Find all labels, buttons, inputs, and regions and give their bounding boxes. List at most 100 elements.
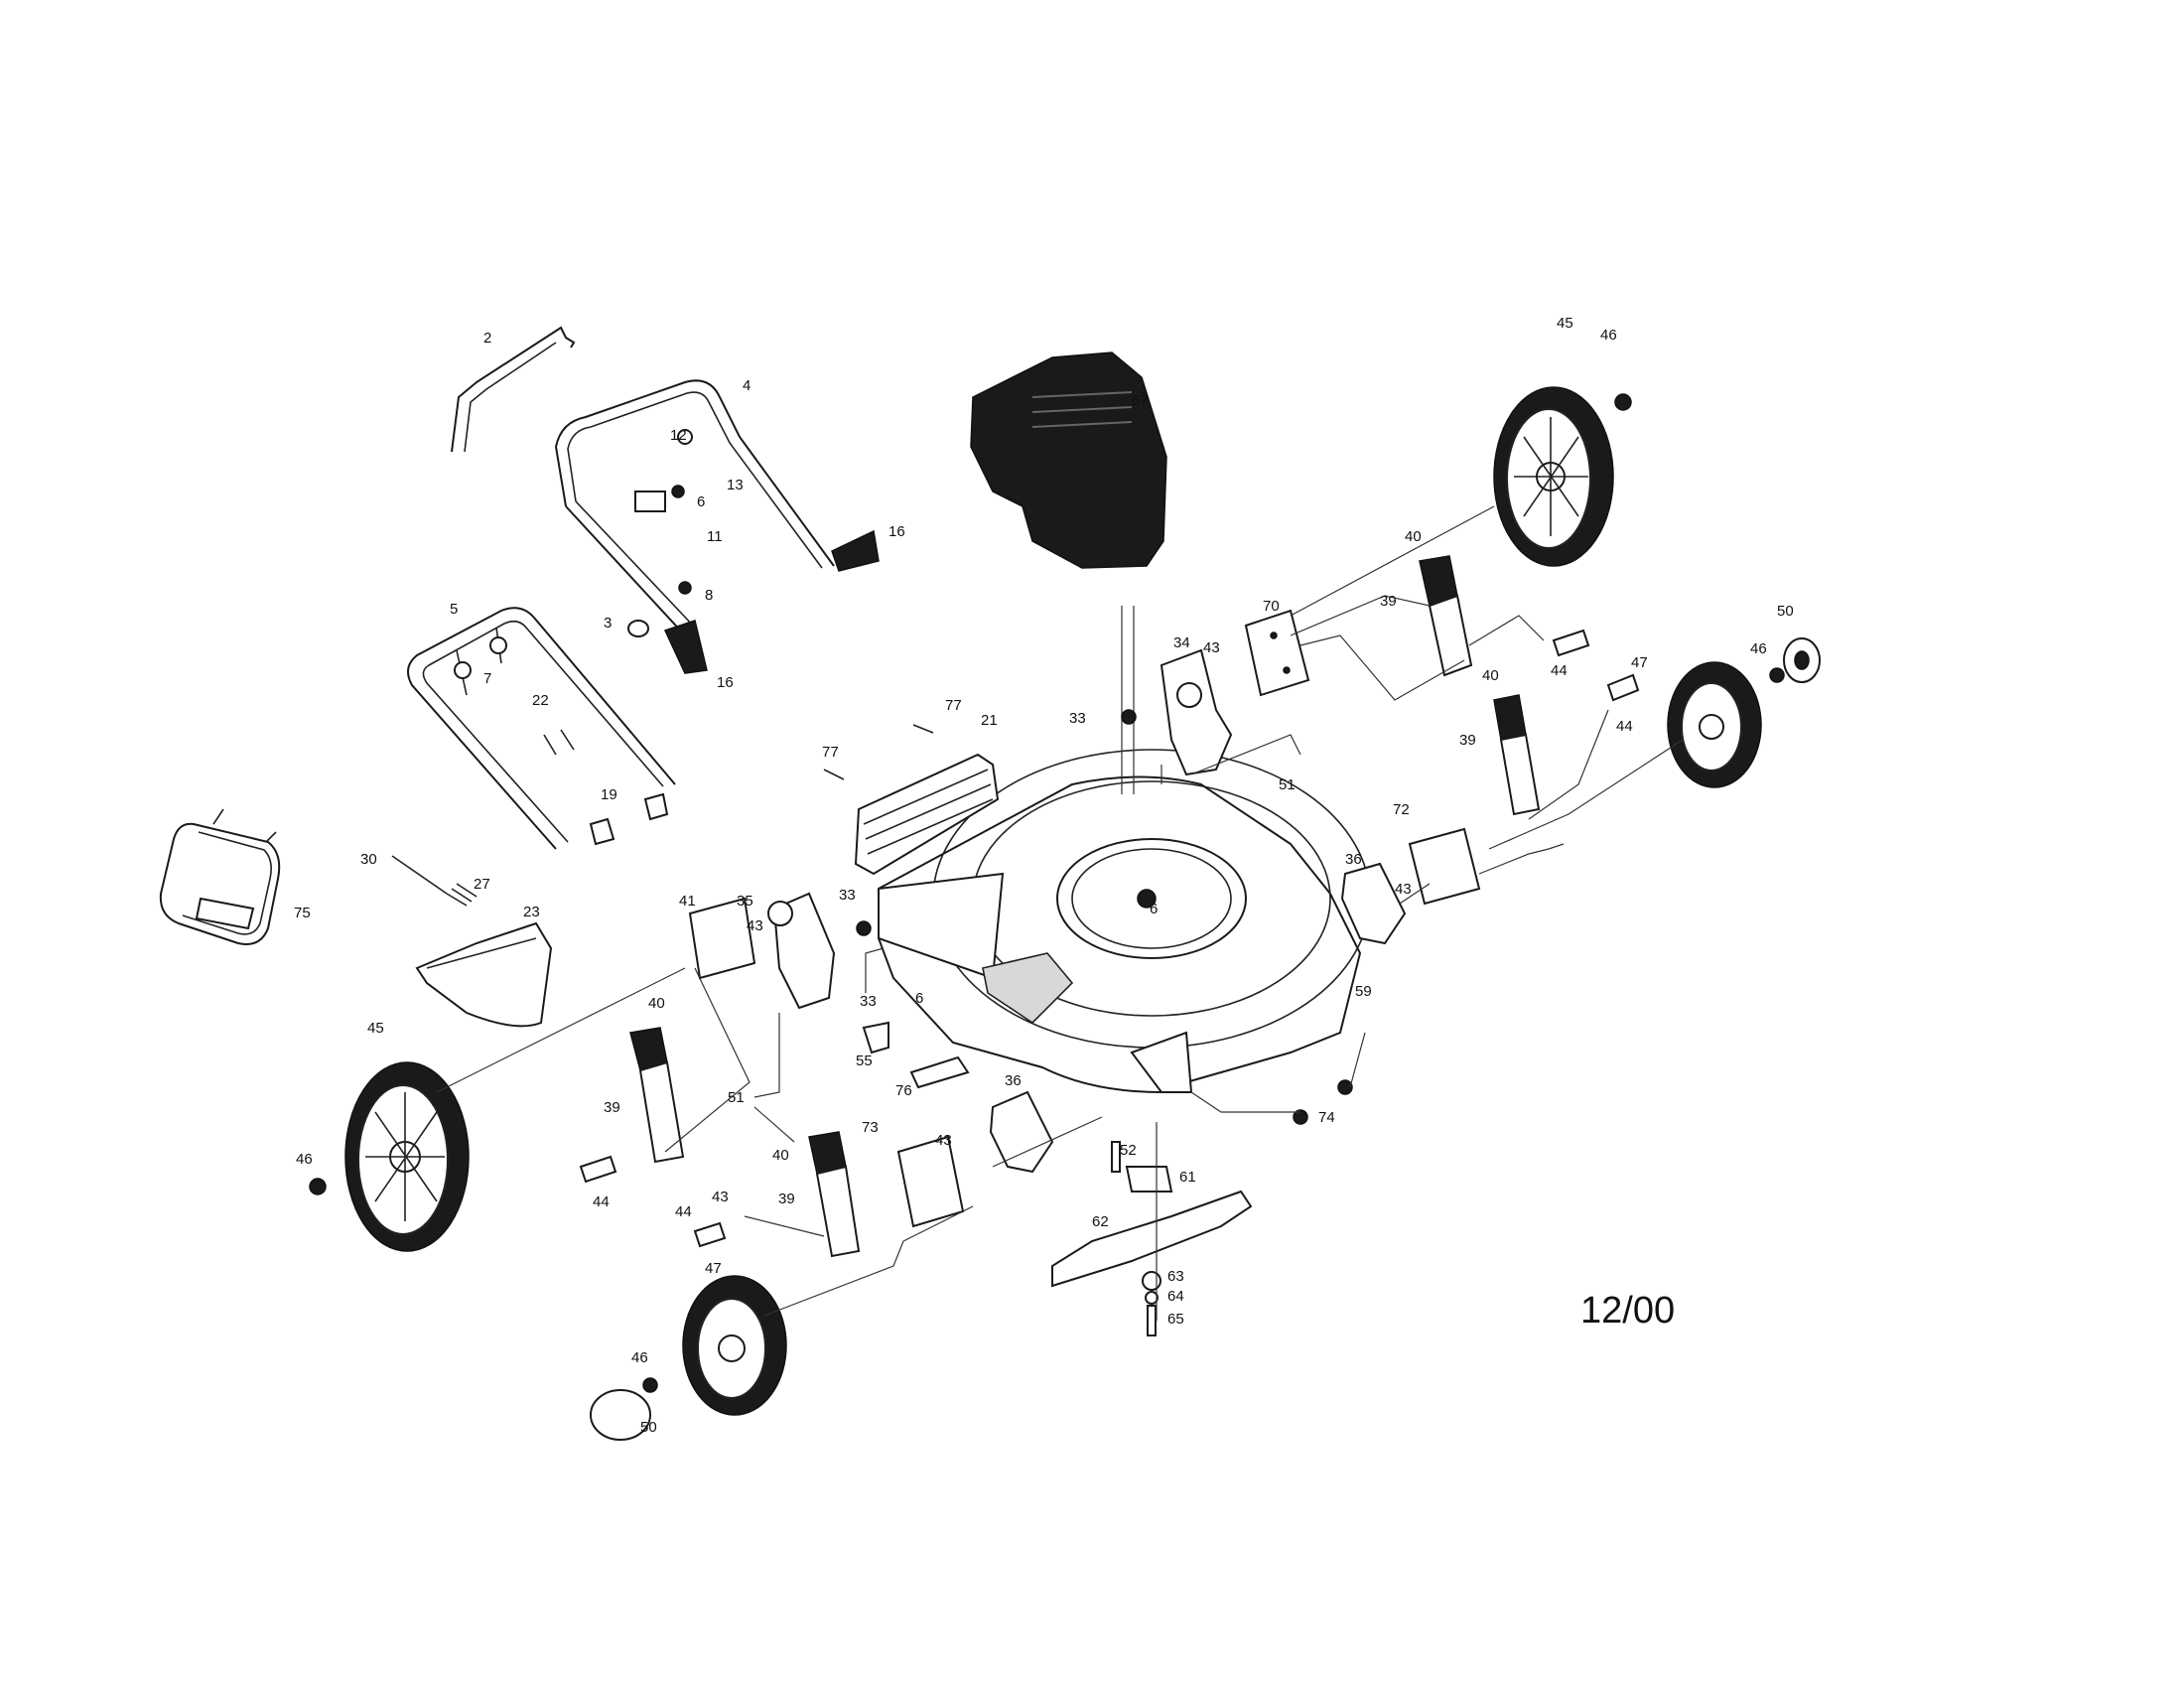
wheel-47-front-right [1667,661,1762,788]
bolt-44-right [1552,629,1590,657]
callout-47-right: 47 [1631,654,1648,671]
clip-19b [643,792,669,821]
callout-16-upper: 16 [888,523,905,540]
callout-6-mid: 6 [915,990,923,1007]
bracket-36-right [1340,862,1407,945]
callout-36-left: 36 [1005,1072,1022,1089]
callout-41: 41 [679,893,696,910]
nut-46-rl [309,1178,327,1195]
callout-77-a: 77 [945,697,962,714]
hubcap-50-left [590,1389,651,1441]
callout-19: 19 [601,786,617,803]
callout-47-left: 47 [705,1260,722,1277]
handle-knob-7b [454,661,472,679]
callout-3: 3 [604,615,612,632]
callout-34: 34 [1173,634,1190,651]
callout-43-left-front-a: 43 [935,1132,952,1149]
callout-73: 73 [862,1119,879,1136]
callout-27: 27 [474,876,490,893]
callout-39-right-front: 39 [1459,732,1476,749]
callouts: 2 4 12 13 6 11 16 8 3 16 5 7 22 19 30 27… [294,315,1794,1436]
plate-41 [688,897,756,980]
callout-67: 67 [1132,392,1149,409]
callout-6-deck: 6 [1150,901,1158,917]
nut-74b [1337,1079,1353,1095]
callout-40-left-rear: 40 [648,995,665,1012]
rear-deflector [415,921,553,1028]
lower-handle [407,607,676,850]
engine-mount-lines [1121,606,1135,794]
bolt-77b [823,769,845,780]
handle-knob-upper [831,529,880,572]
callout-44-right-front: 44 [1616,718,1633,735]
callout-23: 23 [523,904,540,920]
nut-6-upper [671,485,685,498]
callout-44-left-rear: 44 [593,1193,610,1210]
callout-35: 35 [737,893,753,910]
callout-59: 59 [1355,983,1372,1000]
callout-51-left: 51 [728,1089,745,1106]
clip-19 [589,817,615,846]
callout-45-right: 45 [1557,315,1573,332]
callout-33-upper: 33 [1069,710,1086,727]
spring-22 [543,729,575,756]
nut-46-fr [1769,667,1785,683]
callout-43-upper: 43 [1203,639,1220,656]
callout-55: 55 [856,1052,873,1069]
wheel-47-front-left [682,1275,787,1416]
bracket-34 [1160,648,1233,776]
callout-33-mid: 33 [860,993,877,1010]
callout-52: 52 [1120,1142,1137,1159]
grass-bag-frame [159,808,281,945]
callout-51-upper: 51 [1279,776,1296,793]
callout-39-right-rear: 39 [1380,593,1397,610]
nut-46-fl [642,1377,658,1393]
callout-11: 11 [707,528,723,545]
adjuster-plate-right-rear [1428,594,1473,677]
callout-43-left-rear: 43 [747,917,763,934]
callout-30: 30 [360,851,377,868]
callout-46-right-front: 46 [1750,640,1767,657]
callout-45-left: 45 [367,1020,384,1037]
handle-knob-lower [663,620,708,674]
callout-40-left-front: 40 [772,1147,789,1164]
callout-62: 62 [1092,1213,1109,1230]
date-code: 12/00 [1580,1290,1675,1332]
blade-62 [1051,1190,1253,1288]
callout-21: 21 [981,712,998,729]
callout-76: 76 [895,1082,912,1099]
adjuster-plate-left-rear [638,1060,685,1164]
adjuster-plate-left-front [815,1165,861,1258]
callout-44-right-rear: 44 [1551,662,1568,679]
adjuster-plate-right-front [1499,733,1541,816]
callout-16-lower: 16 [717,674,734,691]
callout-40-right-rear: 40 [1405,528,1422,545]
adjuster-lever-right-front [1493,694,1527,741]
callout-61: 61 [1179,1169,1196,1186]
nut-33b [1121,709,1137,725]
callout-39-left-front: 39 [778,1191,795,1207]
bolt-52 [1111,1141,1121,1173]
eyebolt-3 [627,620,649,637]
callout-43-left-front-b: 43 [712,1189,729,1205]
callout-39-left-rear: 39 [604,1099,620,1116]
callout-6-upper: 6 [697,493,705,510]
washer-63 [1142,1271,1161,1291]
callout-74: 74 [1318,1109,1335,1126]
nut-33a [856,920,872,936]
plate-73 [896,1135,965,1228]
plate-70 [1244,609,1310,697]
bolt-65 [1147,1305,1157,1336]
callout-22: 22 [532,692,549,709]
callout-64: 64 [1167,1288,1184,1305]
callout-36-right: 36 [1345,851,1362,868]
callout-50-left: 50 [640,1419,657,1436]
handle-knob-7 [489,636,507,654]
nut-74 [1293,1109,1308,1125]
nut-46-rr [1614,393,1632,411]
callout-65: 65 [1167,1311,1184,1328]
callout-63: 63 [1167,1268,1184,1285]
callout-5: 5 [450,601,458,618]
bolt-44-right-front [1606,673,1640,702]
callout-50-right: 50 [1777,603,1794,620]
